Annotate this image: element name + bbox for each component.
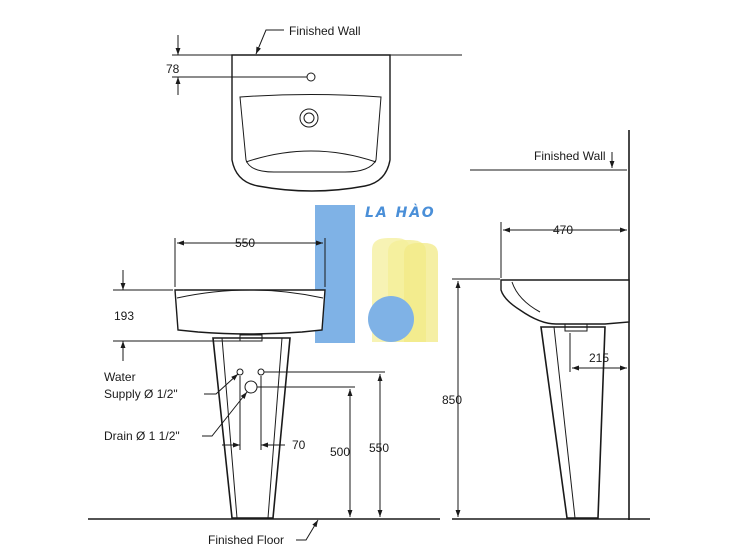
front-pedestal-outline bbox=[212, 337, 291, 519]
drain-leader bbox=[202, 391, 248, 437]
front-pedestal-inner-right bbox=[267, 337, 283, 519]
dim-215-label: 215 bbox=[589, 351, 609, 365]
front-basin-rim-curve bbox=[176, 289, 324, 299]
dim-193-label: 193 bbox=[114, 309, 134, 323]
top-view: 78 Finished Wall bbox=[166, 24, 462, 192]
front-basin-outline bbox=[174, 289, 326, 335]
water-supply-pipe-icon-2 bbox=[257, 368, 265, 376]
dim-78-label: 78 bbox=[166, 62, 180, 76]
overflow-drain-inner-icon bbox=[303, 112, 315, 124]
top-basin-bowl bbox=[239, 94, 382, 173]
water-supply-pipe-icon bbox=[236, 368, 244, 376]
side-pedestal-outline bbox=[540, 326, 606, 519]
drain-pipe-icon bbox=[244, 380, 258, 394]
dim-550-width-label: 550 bbox=[235, 236, 255, 250]
front-view: 550 193 Water Supply Ø 1/2" Drain Ø 1 1/… bbox=[88, 236, 440, 547]
watermark-text: LA HÀO bbox=[365, 204, 436, 221]
finished-wall-side-label: Finished Wall bbox=[534, 149, 606, 163]
side-pedestal-inner-line bbox=[553, 326, 576, 519]
water-supply-label-line1: Water bbox=[104, 370, 136, 384]
dim-550-height-label: 550 bbox=[369, 441, 389, 455]
side-basin-inner-curve bbox=[511, 281, 541, 313]
water-supply-leader bbox=[204, 373, 239, 395]
finished-wall-top-leader bbox=[255, 29, 284, 55]
side-basin-outline bbox=[500, 279, 630, 325]
finished-floor-label: Finished Floor bbox=[208, 533, 284, 547]
top-basin-front-curve bbox=[245, 150, 377, 163]
side-view: Finished Wall 470 850 215 bbox=[442, 130, 650, 520]
watermark-logo: LA HÀO bbox=[315, 204, 438, 343]
dim-850-label: 850 bbox=[442, 393, 462, 407]
finished-floor-leader bbox=[296, 519, 319, 541]
logo-blue-dot bbox=[368, 296, 414, 342]
overflow-drain-icon bbox=[299, 108, 319, 128]
dim-470-label: 470 bbox=[553, 223, 573, 237]
dim-500-label: 500 bbox=[330, 445, 350, 459]
finished-wall-top-label: Finished Wall bbox=[289, 24, 361, 38]
dim-70-label: 70 bbox=[292, 438, 306, 452]
water-supply-label-line2: Supply Ø 1/2" bbox=[104, 387, 178, 401]
front-pedestal-inner-left bbox=[221, 337, 238, 519]
drain-label: Drain Ø 1 1/2" bbox=[104, 429, 180, 443]
